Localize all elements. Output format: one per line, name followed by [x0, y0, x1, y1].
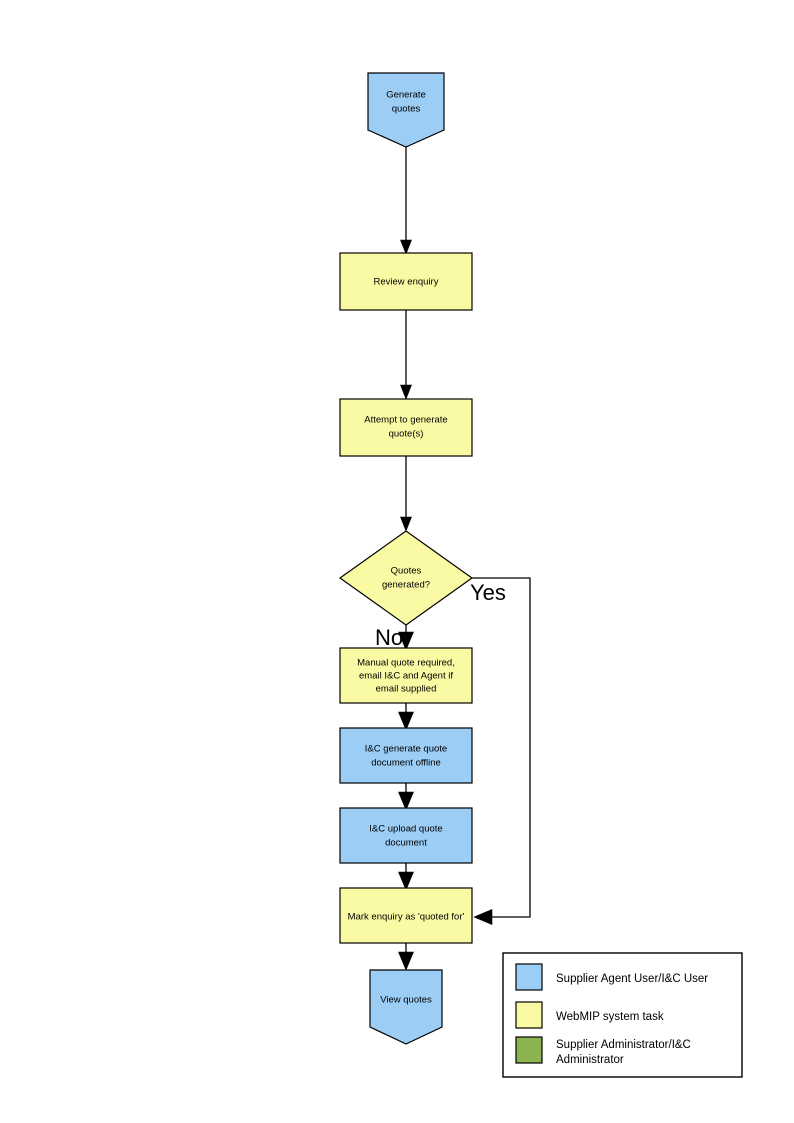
legend-item-supplier-agent-user: Supplier Agent User/I&C User [515, 963, 708, 991]
node-manual-quote-label-line1: Manual quote required, [357, 658, 455, 669]
node-ic-upload-label-line1: I&C upload quote [369, 824, 442, 835]
node-ic-generate-label-line2: document offline [371, 758, 441, 769]
node-review-enquiry[interactable]: Review enquiry [339, 252, 473, 311]
node-manual-quote-label-line2: email I&C and Agent if [359, 671, 453, 682]
branch-label-no: No [375, 625, 403, 650]
connector-review-to-attempt [400, 310, 412, 400]
node-manual-quote-required[interactable]: Manual quote required, email I&C and Age… [339, 647, 473, 704]
connector-layer [398, 147, 531, 971]
node-generate-quotes-label-line1: Generate [386, 90, 426, 101]
legend-label-supplier-agent-user: Supplier Agent User/I&C User [556, 973, 708, 985]
node-ic-generate-quote-offline[interactable]: I&C generate quote document offline [339, 727, 473, 784]
legend-label-webmip-system-task: WebMIP system task [556, 1011, 664, 1023]
connector-decision-no-to-manual [398, 625, 414, 651]
legend-label-supplier-administrator-line2: Administrator [556, 1054, 624, 1066]
node-decision-label-line1: Quotes [391, 566, 422, 577]
node-generate-quotes-label-line2: quotes [392, 104, 421, 115]
node-manual-quote-label-line3: email supplied [376, 684, 437, 695]
node-attempt-generate-quotes-label-line1: Attempt to generate [364, 415, 447, 426]
legend-item-supplier-administrator: Supplier Administrator/I&C Administrator [515, 1036, 691, 1066]
connector-decision-yes-to-mark [472, 577, 531, 925]
legend-label-supplier-administrator-line1: Supplier Administrator/I&C [556, 1039, 691, 1051]
node-ic-upload-quote-document[interactable]: I&C upload quote document [339, 807, 473, 864]
node-ic-generate-label-line1: I&C generate quote [365, 744, 447, 755]
node-decision-label-line2: generated? [382, 580, 430, 591]
legend-swatch-blue [515, 963, 543, 991]
node-decision-quotes-generated[interactable]: Quotes generated? [338, 530, 474, 626]
node-review-enquiry-label: Review enquiry [374, 277, 439, 288]
connector-generate-offline-to-upload [398, 783, 414, 811]
connector-manual-to-generate-offline [398, 703, 414, 731]
connector-upload-to-mark [398, 863, 414, 891]
node-attempt-generate-quotes[interactable]: Attempt to generate quote(s) [339, 398, 473, 457]
connector-mark-to-view [398, 943, 414, 971]
legend-swatch-yellow [515, 1001, 543, 1029]
legend-item-webmip-system-task: WebMIP system task [515, 1001, 664, 1029]
node-ic-upload-label-line2: document [385, 838, 427, 849]
connector-start-to-review [400, 147, 412, 255]
node-mark-enquiry-label: Mark enquiry as 'quoted for' [348, 912, 465, 923]
legend-swatch-green [515, 1036, 543, 1064]
branch-label-yes: Yes [470, 580, 506, 605]
node-view-quotes-label: View quotes [380, 995, 432, 1006]
connector-attempt-to-decision [400, 456, 412, 532]
node-mark-enquiry-quoted-for[interactable]: Mark enquiry as 'quoted for' [339, 887, 473, 944]
legend: Supplier Agent User/I&C User WebMIP syst… [502, 952, 743, 1078]
node-attempt-generate-quotes-label-line2: quote(s) [389, 429, 424, 440]
node-generate-quotes[interactable]: Generate quotes [367, 72, 445, 148]
node-view-quotes[interactable]: View quotes [369, 969, 443, 1045]
